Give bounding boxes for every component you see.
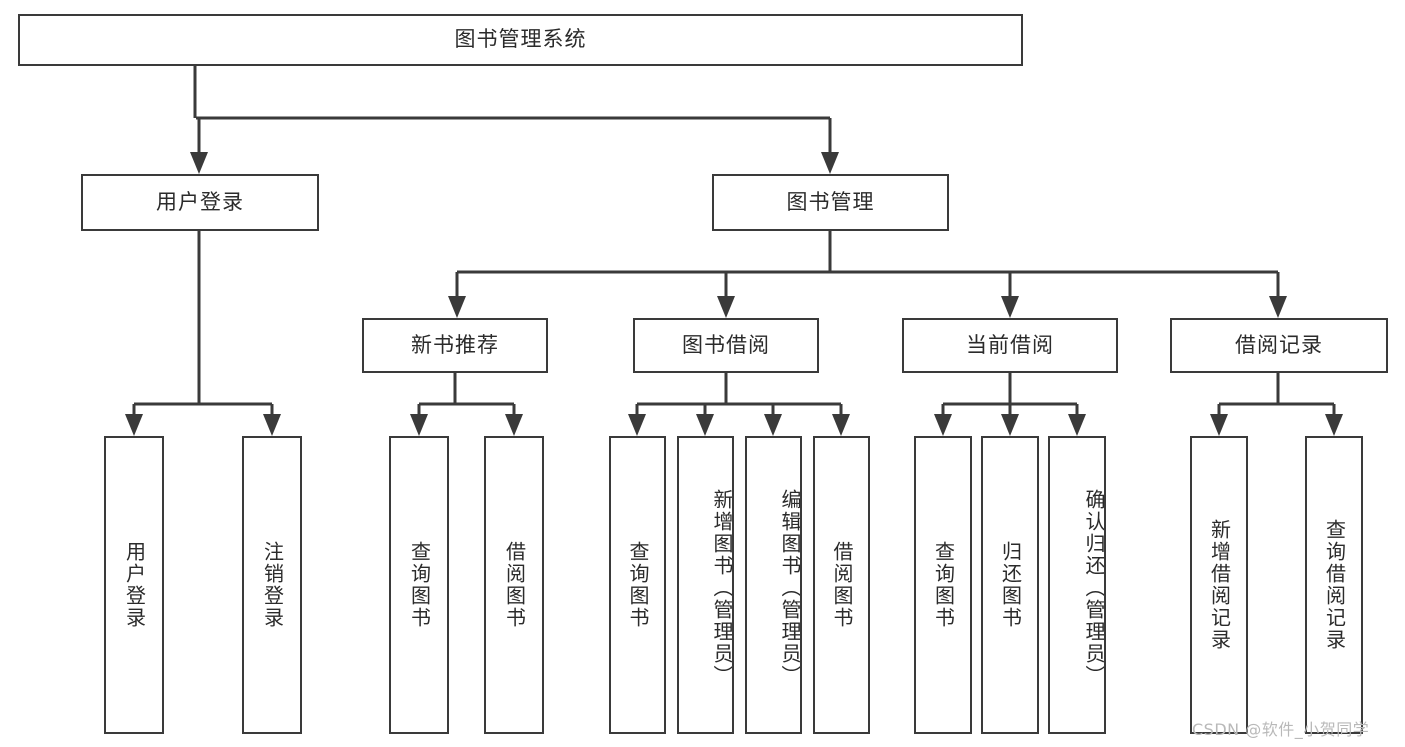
group-1-arrow-1-head: [696, 414, 714, 436]
node-leaf-10-确认归还（管理员）[interactable]: 确认归还（管理员）: [1048, 436, 1106, 734]
node-leaf-7-借阅图书[interactable]: 借阅图书: [813, 436, 870, 734]
node-level3-当前借阅[interactable]: 当前借阅: [902, 318, 1118, 373]
node-label: 注销登录: [260, 541, 285, 629]
node-label: 用户登录: [122, 541, 147, 629]
book-arrow-3-head: [1269, 296, 1287, 318]
node-level2-图书管理[interactable]: 图书管理: [712, 174, 949, 231]
node-label: 图书管理系统: [454, 27, 587, 52]
node-leaf-12-查询借阅记录[interactable]: 查询借阅记录: [1305, 436, 1363, 734]
node-label: 当前借阅: [966, 332, 1054, 357]
node-level2-用户登录[interactable]: 用户登录: [81, 174, 319, 231]
node-leaf-1-注销登录[interactable]: 注销登录: [242, 436, 302, 734]
node-root-图书管理系统[interactable]: 图书管理系统: [18, 14, 1023, 66]
node-leaf-3-借阅图书[interactable]: 借阅图书: [484, 436, 544, 734]
node-label: 新书推荐: [411, 332, 499, 357]
book-arrow-2-head: [1001, 296, 1019, 318]
node-label: 确认归还（管理员）: [1082, 489, 1106, 687]
node-label: 借阅图书: [502, 541, 527, 629]
user-arrow-0-head: [125, 414, 143, 436]
node-level3-借阅记录[interactable]: 借阅记录: [1170, 318, 1388, 373]
node-label: 查询图书: [626, 541, 650, 629]
node-leaf-4-查询图书[interactable]: 查询图书: [609, 436, 666, 734]
node-label: 图书借阅: [682, 332, 770, 357]
node-label: 归还图书: [998, 541, 1023, 629]
node-label: 查询图书: [407, 541, 432, 629]
node-leaf-0-用户登录[interactable]: 用户登录: [104, 436, 164, 734]
node-level3-图书借阅[interactable]: 图书借阅: [633, 318, 819, 373]
node-label: 新增图书（管理员）: [710, 489, 734, 687]
root-arrow-1-head: [821, 152, 839, 174]
group-3-arrow-1-head: [1325, 414, 1343, 436]
group-2-arrow-0-head: [934, 414, 952, 436]
group-0-arrow-1-head: [505, 414, 523, 436]
node-label: 图书管理: [786, 189, 875, 214]
group-1-arrow-3-head: [832, 414, 850, 436]
node-leaf-8-查询图书[interactable]: 查询图书: [914, 436, 972, 734]
node-label: 用户登录: [156, 189, 244, 214]
group-2-arrow-1-head: [1001, 414, 1019, 436]
node-label: 借阅记录: [1235, 332, 1323, 357]
node-label: 查询图书: [931, 541, 956, 629]
node-leaf-5-新增图书（管理员）[interactable]: 新增图书（管理员）: [677, 436, 734, 734]
book-arrow-0-head: [448, 296, 466, 318]
group-1-arrow-0-head: [628, 414, 646, 436]
node-label: 编辑图书（管理员）: [778, 489, 802, 687]
node-leaf-6-编辑图书（管理员）[interactable]: 编辑图书（管理员）: [745, 436, 802, 734]
node-leaf-9-归还图书[interactable]: 归还图书: [981, 436, 1039, 734]
csdn-watermark: CSDN @软件_小贺同学: [1192, 720, 1370, 739]
node-leaf-11-新增借阅记录[interactable]: 新增借阅记录: [1190, 436, 1248, 734]
root-arrow-0-head: [190, 152, 208, 174]
group-2-arrow-2-head: [1068, 414, 1086, 436]
node-label: 新增借阅记录: [1207, 519, 1232, 651]
group-1-arrow-2-head: [764, 414, 782, 436]
node-leaf-2-查询图书[interactable]: 查询图书: [389, 436, 449, 734]
node-label: 借阅图书: [830, 541, 854, 629]
node-level3-新书推荐[interactable]: 新书推荐: [362, 318, 548, 373]
group-0-arrow-0-head: [410, 414, 428, 436]
group-3-arrow-0-head: [1210, 414, 1228, 436]
node-label: 查询借阅记录: [1322, 519, 1347, 651]
book-arrow-1-head: [717, 296, 735, 318]
user-arrow-1-head: [263, 414, 281, 436]
